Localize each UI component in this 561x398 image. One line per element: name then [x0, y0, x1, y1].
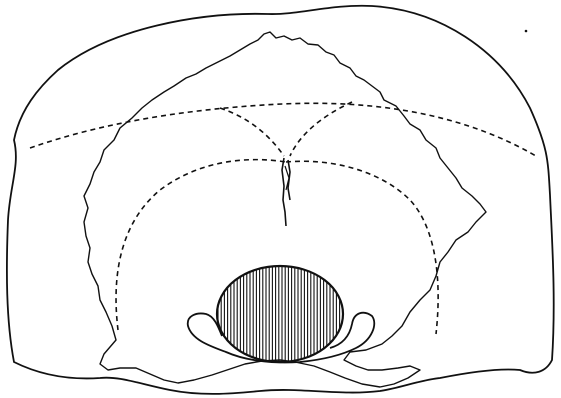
speck-dot: [525, 30, 528, 33]
